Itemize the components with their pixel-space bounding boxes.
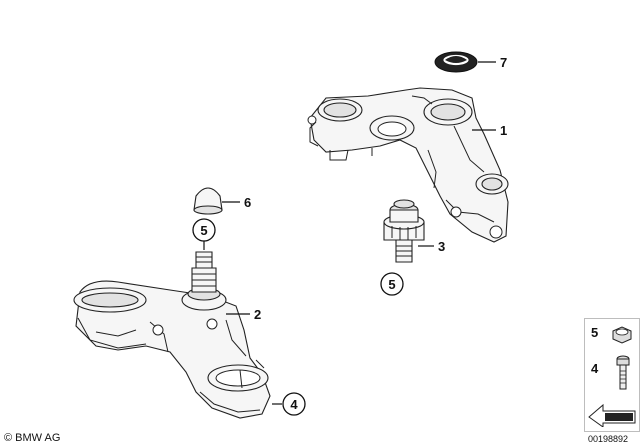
legend-number-4: 4 <box>591 361 599 376</box>
svg-text:5: 5 <box>388 277 395 292</box>
callout-circle-5-left[interactable]: 5 <box>192 218 216 242</box>
copyright-label: © BMW AG <box>4 432 61 444</box>
callout-circle-4[interactable]: 4 <box>282 392 306 416</box>
callout-circle-5-right[interactable]: 5 <box>380 272 404 296</box>
callout-3[interactable]: 3 <box>438 239 445 254</box>
svg-text:5: 5 <box>200 223 207 238</box>
callout-1[interactable]: 1 <box>500 123 507 138</box>
emblem-badge[interactable] <box>434 51 478 73</box>
diagram-id: 00198892 <box>588 434 629 444</box>
arrow-icon <box>588 403 636 427</box>
cap-nut-cover[interactable] <box>193 187 223 215</box>
callout-7[interactable]: 7 <box>500 55 507 70</box>
legend-panel: 5 4 <box>584 318 640 432</box>
callout-6[interactable]: 6 <box>244 195 251 210</box>
upper-fork-bridge[interactable] <box>307 87 509 243</box>
bolt-icon <box>616 355 630 390</box>
callout-2[interactable]: 2 <box>254 307 261 322</box>
hex-nut-icon <box>612 326 632 344</box>
stem-bolt[interactable] <box>383 199 425 263</box>
leader-lines <box>203 61 496 405</box>
legend-number-5: 5 <box>591 325 599 340</box>
lower-fork-bridge[interactable] <box>73 251 271 419</box>
svg-text:4: 4 <box>290 397 298 412</box>
